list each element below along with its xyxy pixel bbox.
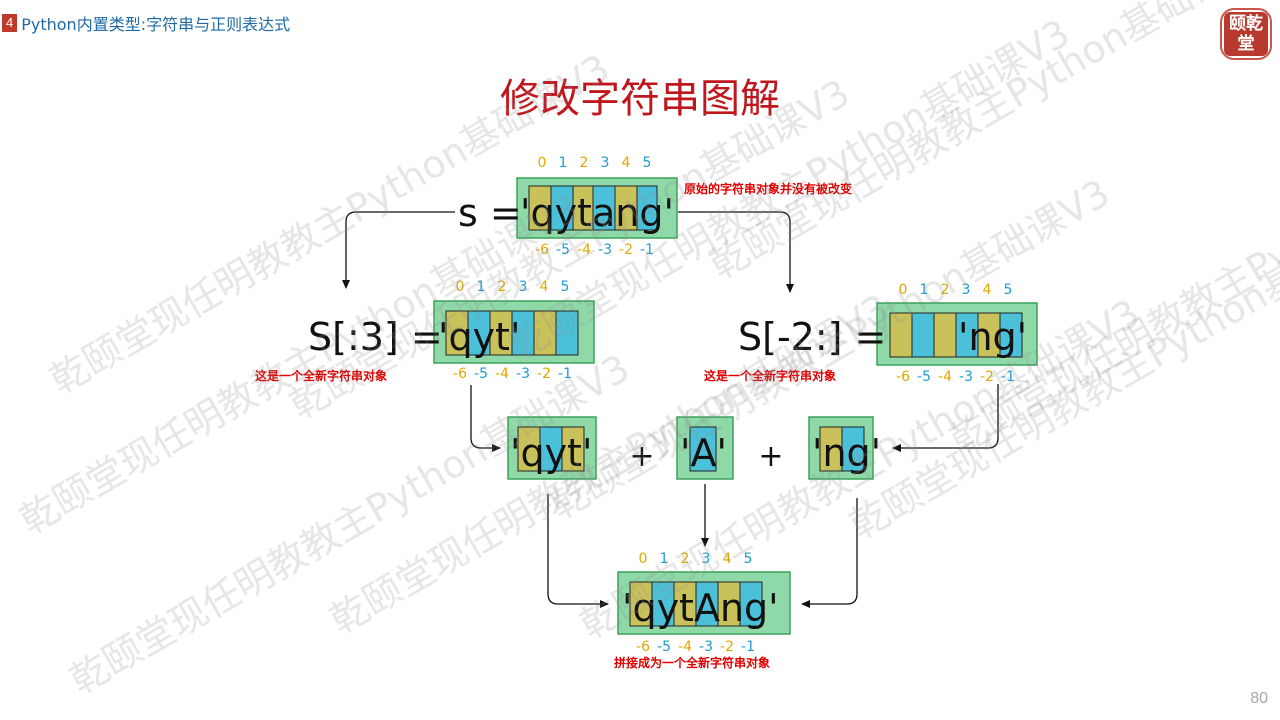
concat-part1-cell-2 — [561, 426, 585, 472]
slice-right-pos-index-4: 4 — [983, 282, 992, 298]
slice-right-neg-index-0: -6 — [896, 369, 910, 385]
slice-left-note: 这是一个全新字符串对象 — [255, 368, 387, 383]
original-pos-index-4: 4 — [622, 155, 631, 171]
result-note: 拼接成为一个全新字符串对象 — [614, 655, 770, 670]
result-neg-index-5: -1 — [741, 639, 755, 655]
result-neg-index-1: -5 — [657, 639, 671, 655]
slice-left-string: 'qyt' — [438, 315, 520, 359]
slice-left-neg-index-3: -3 — [516, 366, 530, 382]
original-pos-index-5: 5 — [643, 155, 652, 171]
original-neg-index-4: -2 — [619, 242, 633, 258]
original-note: 原始的字符串对象并没有被改变 — [684, 181, 852, 196]
arrow-part3-to-result — [801, 498, 858, 608]
watermark-10: 乾颐堂现任明教教主Python基础课V3 — [943, 106, 1280, 463]
slice-right-neg-index-3: -3 — [959, 369, 973, 385]
arrow-original-to-left — [342, 211, 455, 289]
section-header: 4 Python内置类型:字符串与正则表达式 — [0, 12, 290, 34]
section-title: Python内置类型:字符串与正则表达式 — [21, 15, 291, 34]
slice-left-pos-index-5: 5 — [561, 279, 570, 295]
concat-part2-cell-0 — [689, 426, 717, 472]
slice-left-neg-index-4: -2 — [537, 366, 551, 382]
original-neg-index-1: -5 — [556, 242, 570, 258]
concat-plus-1: + — [629, 439, 654, 474]
result-neg-index-4: -2 — [720, 639, 734, 655]
concat-part3-text: 'ng' — [812, 431, 881, 475]
result-pos-index-2: 2 — [681, 551, 690, 567]
original-pos-index-3: 3 — [601, 155, 610, 171]
result-pos-index-3: 3 — [702, 551, 711, 567]
watermark-layer: 乾颐堂现任明教教主Python基础课V3乾颐堂现任明教教主Python基础课V3… — [13, 0, 1280, 703]
brand-logo: 颐乾堂 — [1220, 8, 1272, 60]
arrow-part1-to-result — [547, 494, 609, 608]
slice-left-pos-index-3: 3 — [519, 279, 528, 295]
slice-right-neg-index-4: -2 — [980, 369, 994, 385]
concat-part2-text: 'A' — [680, 431, 727, 475]
result-pos-index-4: 4 — [723, 551, 732, 567]
slice-right-neg-index-2: -4 — [938, 369, 952, 385]
result-pos-index-5: 5 — [744, 551, 753, 567]
result-pos-index-1: 1 — [660, 551, 669, 567]
slice-right-cell-2 — [933, 312, 957, 358]
slice-right-neg-index-1: -5 — [917, 369, 931, 385]
slice-right-neg-index-5: -1 — [1001, 369, 1015, 385]
slice-left-pos-index-4: 4 — [540, 279, 549, 295]
page-title: 修改字符串图解 — [500, 76, 780, 122]
result-neg-index-0: -6 — [636, 639, 650, 655]
original-neg-index-0: -6 — [535, 242, 549, 258]
arrow-left-to-concat — [470, 385, 501, 452]
slice-right-pos-index-1: 1 — [920, 282, 929, 298]
concat-part1-text: 'qyt' — [510, 431, 592, 475]
concat-part3-cell-1 — [841, 426, 865, 472]
logo-frame — [1220, 8, 1272, 60]
original-neg-index-5: -1 — [640, 242, 654, 258]
original-neg-index-3: -3 — [598, 242, 612, 258]
result-neg-index-2: -4 — [678, 639, 692, 655]
logo-text: 颐乾堂 — [1224, 12, 1268, 56]
arrow-original-to-right — [678, 211, 794, 293]
slice-left-neg-index-5: -1 — [558, 366, 572, 382]
result-cell-5 — [739, 581, 763, 627]
slice-right-pos-index-0: 0 — [899, 282, 908, 298]
result-neg-index-3: -3 — [699, 639, 713, 655]
original-cell-5 — [636, 185, 658, 231]
slice-left-neg-index-0: -6 — [453, 366, 467, 382]
original-string: 'qytang' — [520, 191, 674, 235]
slice-left-pos-index-1: 1 — [477, 279, 486, 295]
diagram-connectors — [342, 211, 999, 608]
slice-right-pos-index-5: 5 — [1004, 282, 1013, 298]
arrow-right-to-concat — [892, 384, 999, 452]
original-label: s = — [458, 191, 522, 235]
section-number-badge: 4 — [2, 14, 18, 32]
original-neg-index-2: -4 — [577, 242, 591, 258]
slice-left-pos-index-2: 2 — [498, 279, 507, 295]
slice-right-pos-index-3: 3 — [962, 282, 971, 298]
slice-right-label: S[-2:] = — [738, 315, 886, 359]
slice-left-neg-index-1: -5 — [474, 366, 488, 382]
original-pos-index-1: 1 — [559, 155, 568, 171]
page-number: 80 — [1250, 690, 1268, 707]
result-string: 'qytAng' — [622, 586, 779, 630]
original-pos-index-2: 2 — [580, 155, 589, 171]
slice-right-pos-index-2: 2 — [941, 282, 950, 298]
slice-right-note: 这是一个全新字符串对象 — [704, 368, 836, 383]
slice-right-cell-5 — [999, 312, 1023, 358]
result-pos-index-0: 0 — [639, 551, 648, 567]
slice-right-string: 'ng' — [958, 315, 1027, 359]
diagram-boxes — [433, 177, 1038, 635]
slice-left-pos-index-0: 0 — [456, 279, 465, 295]
concat-plus-2: + — [758, 439, 783, 474]
slice-left-neg-index-2: -4 — [495, 366, 509, 382]
slice-left-label: S[:3] = — [308, 315, 443, 359]
slice-left-cell-5 — [555, 310, 579, 356]
original-pos-index-0: 0 — [538, 155, 547, 171]
